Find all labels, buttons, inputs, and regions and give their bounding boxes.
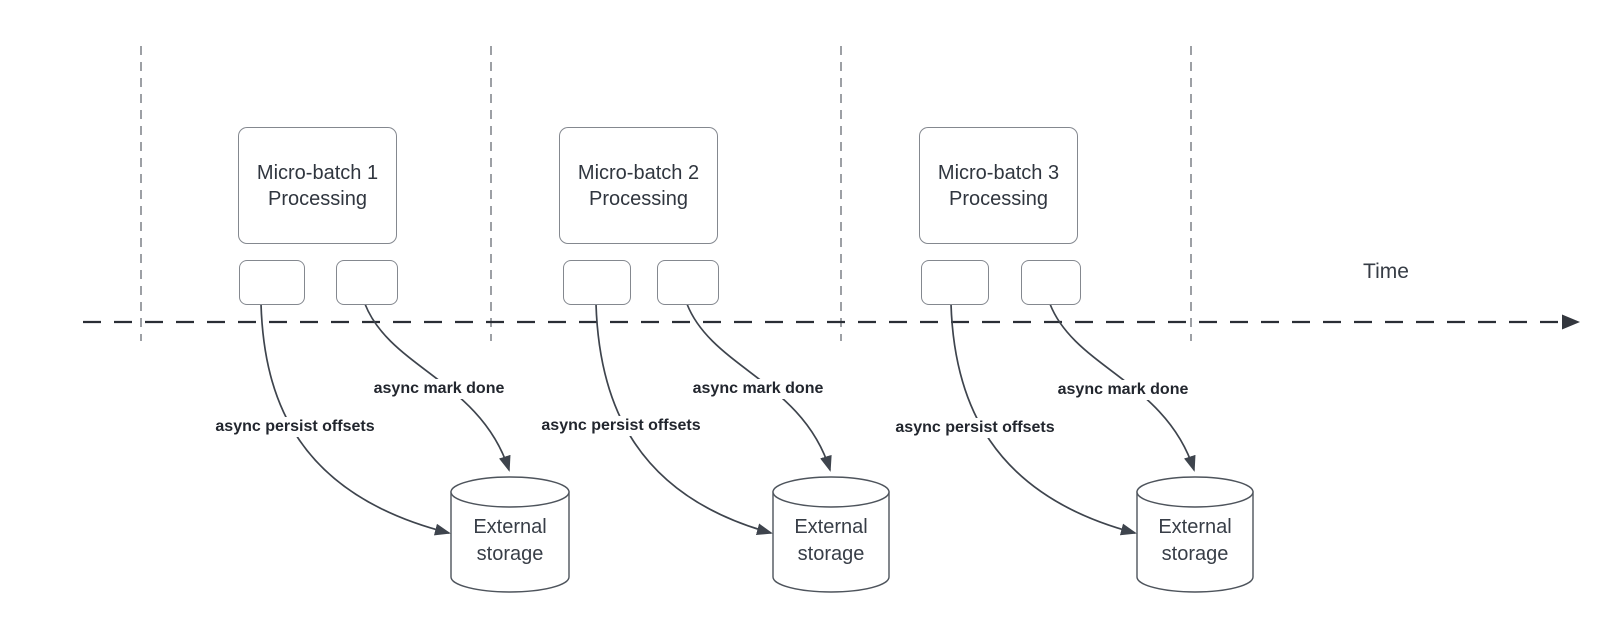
micro-batch-3-title-line1: Micro-batch 3 (937, 161, 1060, 184)
persist-task-box-2 (563, 260, 631, 305)
micro-batch-2-title-line1: Micro-batch 2 (577, 161, 700, 184)
external-storage-label-3: External storage (1158, 516, 1232, 565)
mark-done-label-1: async mark done (370, 379, 508, 399)
mark-done-label-3: async mark done (1054, 380, 1192, 400)
external-storage-cylinder-2 (772, 476, 890, 593)
persist-offsets-label-1: async persist offsets (212, 417, 378, 437)
micro-batch-3-box: Micro-batch 3 Processing (919, 127, 1078, 244)
micro-batch-1-title-line1: Micro-batch 1 (256, 161, 379, 184)
mark-done-arrow-1 (364, 303, 511, 472)
micro-batch-2-box: Micro-batch 2 Processing (559, 127, 718, 244)
persist-offsets-label-3: async persist offsets (892, 418, 1058, 438)
persist-offsets-arrow-3 (950, 303, 1137, 536)
micro-batch-2-title-line2: Processing (589, 187, 688, 210)
micro-batch-1-box: Micro-batch 1 Processing (238, 127, 397, 244)
persist-task-box-1 (239, 260, 305, 305)
time-axis-label: Time (1363, 260, 1409, 283)
external-storage-label-2: External storage (794, 516, 868, 565)
done-task-box-3 (1021, 260, 1081, 305)
micro-batch-3-title-line2: Processing (949, 187, 1048, 210)
persist-offsets-arrow-2 (595, 303, 773, 536)
micro-batch-1-title-line2: Processing (268, 187, 367, 210)
external-storage-cylinder-3 (1136, 476, 1254, 593)
mark-done-label-2: async mark done (689, 379, 827, 399)
persist-offsets-arrow-1 (260, 303, 451, 536)
done-task-box-1 (336, 260, 398, 305)
time-axis-arrowhead-icon (1562, 314, 1580, 330)
persist-task-box-3 (921, 260, 989, 305)
mark-done-arrow-3 (1049, 303, 1196, 472)
done-task-box-2 (657, 260, 719, 305)
persist-offsets-label-2: async persist offsets (538, 416, 704, 436)
external-storage-label-1: External storage (473, 516, 547, 565)
mark-done-arrow-2 (686, 303, 832, 472)
external-storage-cylinder-1 (450, 476, 570, 593)
